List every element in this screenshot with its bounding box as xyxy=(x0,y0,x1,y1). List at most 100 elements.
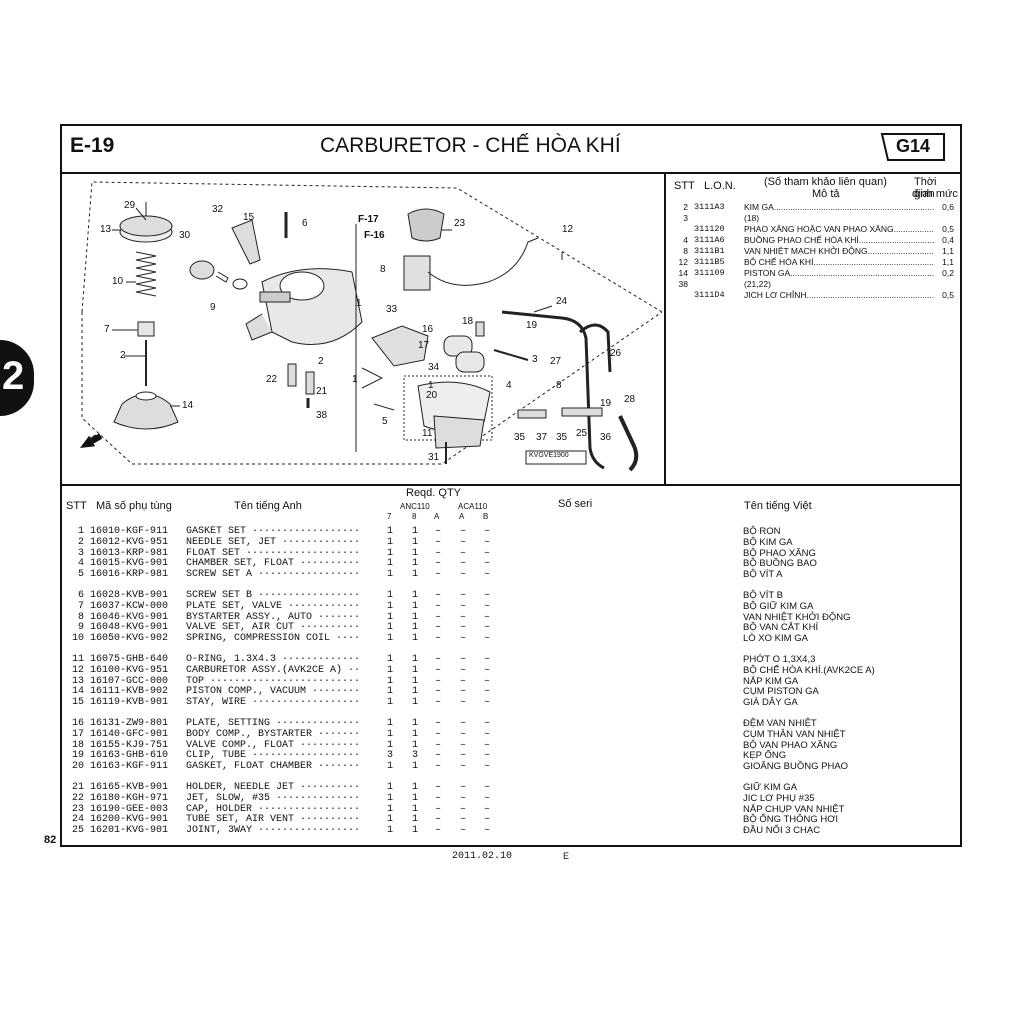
lon-row: 3(18) xyxy=(666,213,960,224)
col-reqd-qty: Reqd. QTY xyxy=(406,487,462,499)
labor-operation-panel: STT L.O.N. (Số tham khảo liên quan) Mô t… xyxy=(666,172,960,486)
row-qty: – xyxy=(435,569,442,581)
row-part-no: 16037-KCW-000 xyxy=(90,600,169,612)
row-qty: – xyxy=(484,761,491,773)
lon-code: 311109 xyxy=(694,268,725,278)
callout-35b: 35 xyxy=(556,432,568,443)
row-qty: – xyxy=(484,675,491,687)
callout-10: 10 xyxy=(112,276,124,287)
callout-17: 17 xyxy=(418,340,430,351)
row-qty: 1 xyxy=(412,633,419,645)
row-qty: – xyxy=(460,750,467,762)
row-qty: – xyxy=(460,697,467,709)
row-name-vn: GIÁ DÂY GA xyxy=(743,697,798,709)
row-qty: – xyxy=(484,782,491,793)
row-qty: – xyxy=(484,728,491,740)
row-part-no: 16028-KVB-901 xyxy=(90,590,169,601)
row-qty: 1 xyxy=(387,633,394,645)
row-qty: – xyxy=(460,633,467,645)
row-qty: 1 xyxy=(412,526,419,537)
row-qty: 1 xyxy=(387,675,394,687)
row-stt: 19 xyxy=(71,750,84,762)
row-part-no: 16107-GCC-000 xyxy=(90,675,169,687)
row-qty: – xyxy=(460,718,467,729)
row-stt: 25 xyxy=(71,825,84,837)
row-qty: – xyxy=(435,622,442,634)
row-name-vn: GIỮ KIM GA xyxy=(743,782,798,793)
row-name-en: PLATE, SETTING ·············· xyxy=(186,718,361,729)
row-part-no: 16016-KRP-981 xyxy=(90,569,169,581)
row-qty: 1 xyxy=(412,761,419,773)
row-qty: – xyxy=(460,569,467,581)
col-stt: STT xyxy=(66,500,87,512)
callout-6: 6 xyxy=(302,218,308,229)
callout-32: 32 xyxy=(212,204,224,215)
row-name-en: GASKET SET ·················· xyxy=(186,526,361,537)
row-qty: – xyxy=(460,547,467,559)
row-qty: 1 xyxy=(387,697,394,709)
row-name-en: CAP, HOLDER ················· xyxy=(186,803,361,815)
row-qty: 1 xyxy=(387,718,394,729)
row-qty: 1 xyxy=(387,558,394,570)
col-7: 7 xyxy=(387,512,392,521)
row-stt: 3 xyxy=(77,547,84,559)
row-qty: 1 xyxy=(387,569,394,581)
lon-stt: 8 xyxy=(683,246,688,256)
row-name-en: SCREW SET A ················· xyxy=(186,569,361,581)
row-qty: 1 xyxy=(412,569,419,581)
row-stt: 15 xyxy=(71,697,84,709)
lon-code: 3111B5 xyxy=(694,257,725,267)
row-qty: 1 xyxy=(412,675,419,687)
callout-2a: 2 xyxy=(120,350,126,361)
row-qty: 1 xyxy=(387,664,394,676)
callout-8b: 8 xyxy=(556,380,562,391)
row-part-no: 16010-KGF-911 xyxy=(90,526,169,537)
callout-16: 16 xyxy=(422,324,434,335)
row-stt: 18 xyxy=(71,739,84,751)
row-qty: – xyxy=(484,547,491,559)
row-part-no: 16140-GFC-901 xyxy=(90,728,169,740)
row-qty: – xyxy=(484,718,491,729)
row-name-vn: BỘ RON xyxy=(743,526,781,537)
row-qty: – xyxy=(484,558,491,570)
row-qty: 1 xyxy=(387,654,394,665)
row-qty: 1 xyxy=(412,728,419,740)
lon-desc: PHAO XĂNG HOẶC VAN PHAO XĂNG xyxy=(744,224,934,234)
row-stt: 20 xyxy=(71,761,84,773)
row-name-en: O-RING, 1.3X4.3 ············· xyxy=(186,654,361,665)
row-qty: – xyxy=(484,590,491,601)
row-qty: – xyxy=(460,622,467,634)
row-qty: – xyxy=(460,590,467,601)
row-qty: 1 xyxy=(387,728,394,740)
row-qty: – xyxy=(435,697,442,709)
col-name-en: Tên tiếng Anh xyxy=(234,500,302,512)
row-part-no: 16163-GHB-610 xyxy=(90,750,169,762)
row-part-no: 16180-KGH-971 xyxy=(90,792,169,804)
callout-31: 31 xyxy=(428,452,440,463)
row-part-no: 16201-KVG-901 xyxy=(90,825,169,837)
row-qty: 1 xyxy=(387,825,394,837)
parts-sheet: E-19 CARBURETOR - CHẾ HÒA KHÍ G14 xyxy=(60,124,962,847)
col-anc110: ANC110 xyxy=(400,502,430,511)
lon-time: 1,1 xyxy=(942,246,954,256)
figure-code: KVGVE1900 xyxy=(529,452,569,459)
row-stt: 4 xyxy=(77,558,84,570)
row-part-no: 16015-KVG-901 xyxy=(90,558,169,570)
callout-15: 15 xyxy=(243,212,255,223)
group-badge-frame-icon xyxy=(880,133,945,161)
carburetor-drawing xyxy=(80,181,662,472)
callout-29: 29 xyxy=(124,200,136,211)
row-name-en: SCREW SET B ················· xyxy=(186,590,361,601)
row-name-vn: ĐỆM VAN NHIỆT xyxy=(743,718,817,729)
lon-desc: BỘ CHẾ HÒA KHÍ xyxy=(744,257,934,267)
edition-mark: E xyxy=(563,851,570,861)
